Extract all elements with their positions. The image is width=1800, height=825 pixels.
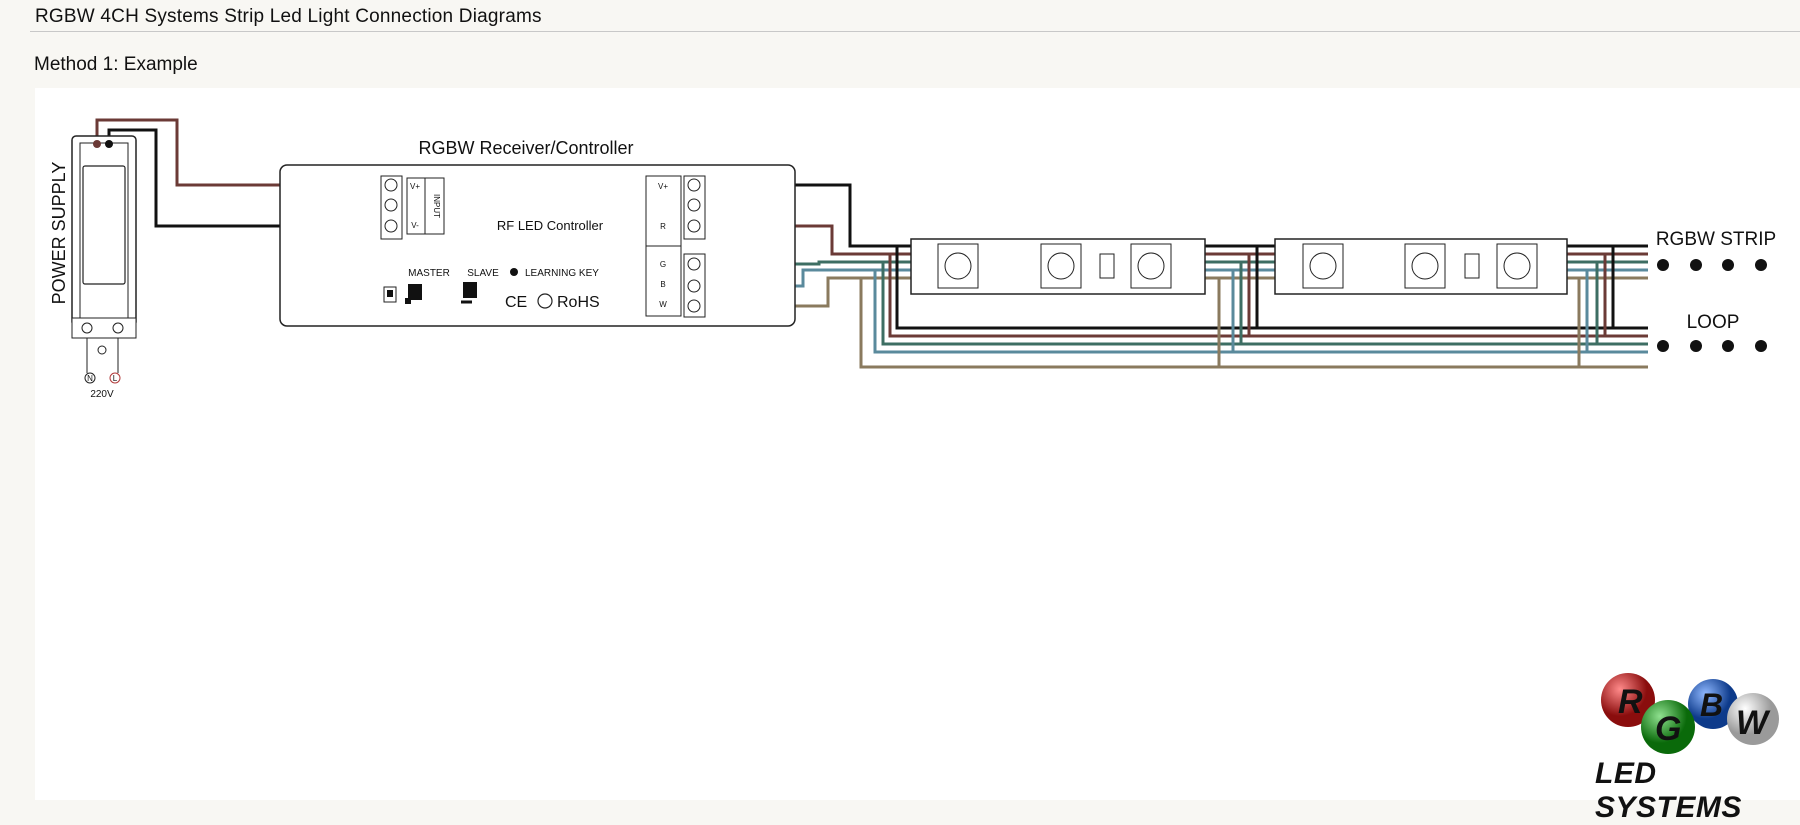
method-heading: Method 1: Example <box>34 54 198 75</box>
connection-diagram: POWER SUPPLY N L 220V RGBW Receiver/Cont… <box>49 118 1776 400</box>
controller-name: RF LED Controller <box>497 218 604 233</box>
neutral-label: N <box>87 374 93 383</box>
controller-title: RGBW Receiver/Controller <box>418 138 633 158</box>
strip-dots <box>1657 259 1767 271</box>
voltage-label: 220V <box>90 389 114 400</box>
rohs-mark: RoHS <box>557 294 600 311</box>
strip-segment-1 <box>910 238 1206 295</box>
loop-vplus <box>895 246 1648 330</box>
out-r-label: R <box>660 222 666 231</box>
loop-blue <box>873 270 1648 354</box>
logo-letter-b: B <box>1700 687 1723 723</box>
logo-letter-r: R <box>1618 683 1643 721</box>
rgbw-strip-label: RGBW STRIP <box>1656 229 1776 250</box>
power-supply-label: POWER SUPPLY <box>49 162 69 305</box>
loop-dots <box>1657 340 1767 352</box>
out-g-label: G <box>660 260 666 269</box>
white-ball-icon <box>1727 693 1779 745</box>
learning-key-label: LEARNING KEY <box>525 268 599 279</box>
logo-text: LED SYSTEMS <box>1595 757 1742 824</box>
page-title: RGBW 4CH Systems Strip Led Light Connect… <box>35 6 542 27</box>
loop-label: LOOP <box>1687 312 1740 333</box>
out-b-label: B <box>660 280 665 289</box>
title-divider <box>30 31 1800 32</box>
input-label: INPUT <box>432 194 441 218</box>
green-ball-icon <box>1641 700 1695 754</box>
out-vplus-label: V+ <box>658 182 668 191</box>
input-vminus-label: V- <box>411 221 419 230</box>
loop-green <box>881 262 1648 346</box>
logo-letter-g: G <box>1655 710 1681 748</box>
power-supply: POWER SUPPLY N L 220V <box>49 135 137 400</box>
master-label: MASTER <box>408 268 450 279</box>
logo-letter-w: W <box>1736 704 1771 742</box>
diagram-panel: POWER SUPPLY N L 220V RGBW Receiver/Cont… <box>35 88 1800 800</box>
trash-bin-icon <box>537 293 553 309</box>
live-label: L <box>113 374 118 383</box>
input-vplus-label: V+ <box>410 182 420 191</box>
loop-white <box>859 278 1648 369</box>
ce-mark: CE <box>505 294 527 311</box>
blue-ball-icon <box>1688 679 1738 729</box>
slave-label: SLAVE <box>467 268 499 279</box>
rgbw-logo: R B W G <box>1601 673 1779 754</box>
strip-segment-2 <box>1274 238 1568 295</box>
red-ball-icon <box>1601 673 1655 727</box>
wire-ps-live <box>95 118 384 187</box>
out-w-label: W <box>659 300 667 309</box>
controller: RGBW Receiver/Controller V+ V- INPUT RF … <box>279 138 796 327</box>
learning-key-dot <box>510 268 518 276</box>
loop-red <box>888 254 1648 338</box>
